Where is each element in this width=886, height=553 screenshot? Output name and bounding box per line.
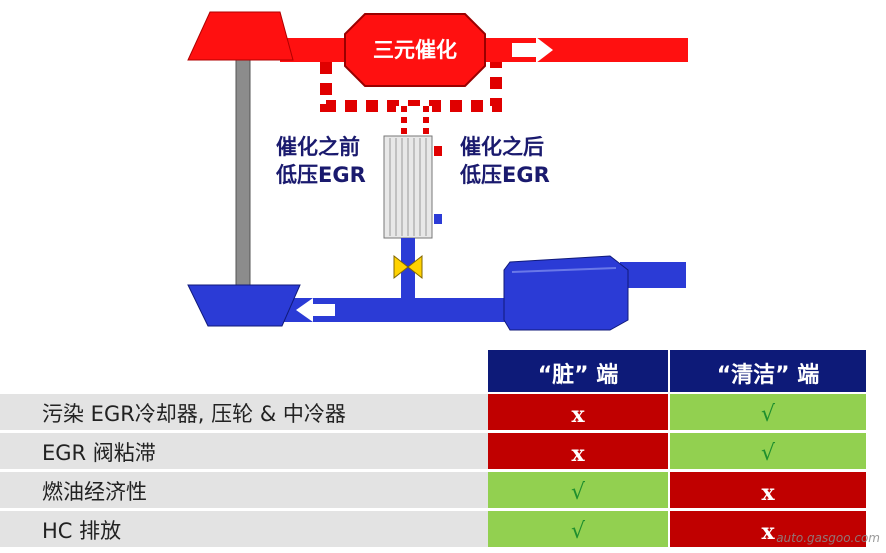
egr-valve: [393, 254, 423, 280]
table-row: 污染 EGR冷却器, 压轮 & 中冷器 x √: [0, 394, 886, 432]
table-row: 燃油经济性 √ x: [0, 472, 886, 510]
coolant-in-port: [434, 146, 442, 156]
row-label: HC 排放: [0, 511, 488, 548]
turbo-shaft: [235, 57, 251, 289]
catalyst-label: 三元催化: [373, 38, 457, 62]
coolant-out-port: [434, 214, 442, 224]
pre-cat-line-2: 低压EGR: [276, 163, 366, 187]
catalyst: [344, 13, 486, 87]
dirty-cell: √: [488, 472, 670, 509]
compressor: [187, 284, 301, 327]
intake-arrow: [296, 298, 335, 322]
table-row: HC 排放 √ x: [0, 511, 886, 549]
comparison-table: “脏” 端 “清洁” 端 污染 EGR冷却器, 压轮 & 中冷器 x √ EGR…: [0, 350, 886, 549]
turbine: [187, 11, 294, 61]
table-row: EGR 阀粘滞 x √: [0, 433, 886, 471]
egr-diagram-svg: [187, 11, 688, 331]
dirty-cell: √: [488, 511, 670, 548]
row-label: 燃油经济性: [0, 472, 488, 509]
pre-cat-egr-label: 催化之前 低压EGR: [276, 133, 366, 189]
clean-cell: √: [670, 433, 868, 470]
clean-cell: √: [670, 394, 868, 431]
egr-diagram: 三元催化 催化之前 低压EGR 催化之后 低压EGR: [187, 11, 688, 331]
header-clean-side: “清洁” 端: [670, 350, 868, 392]
post-cat-line-1: 催化之后: [460, 135, 544, 159]
header-dirty-side: “脏” 端: [488, 350, 670, 392]
watermark: auto.gasgoo.com: [776, 531, 880, 545]
post-cat-line-2: 低压EGR: [460, 163, 550, 187]
post-cat-egr-label: 催化之后 低压EGR: [460, 133, 550, 189]
exhaust-arrow: [512, 37, 553, 63]
clean-cell: x: [670, 472, 868, 509]
row-label: EGR 阀粘滞: [0, 433, 488, 470]
dirty-cell: x: [488, 394, 670, 431]
row-label: 污染 EGR冷却器, 压轮 & 中冷器: [0, 394, 488, 431]
pre-cat-line-1: 催化之前: [276, 135, 360, 159]
air-filter: [503, 255, 629, 331]
clean-cell: x: [670, 511, 868, 548]
dirty-cell: x: [488, 433, 670, 470]
